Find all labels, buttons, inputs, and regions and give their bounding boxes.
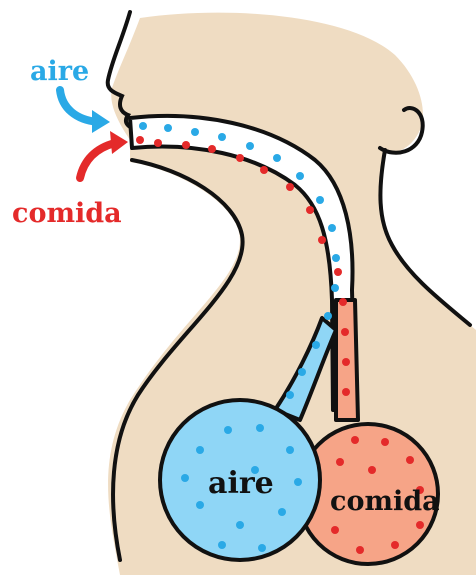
air-sac-label: aire: [208, 466, 274, 501]
air-arrow-head: [92, 110, 110, 133]
air-in-label: aire: [30, 56, 89, 87]
food-arrow-head: [110, 131, 128, 154]
food-in-label: comida: [12, 198, 122, 229]
food-arrow: [80, 143, 115, 178]
food-sac-label: comida: [330, 486, 440, 517]
